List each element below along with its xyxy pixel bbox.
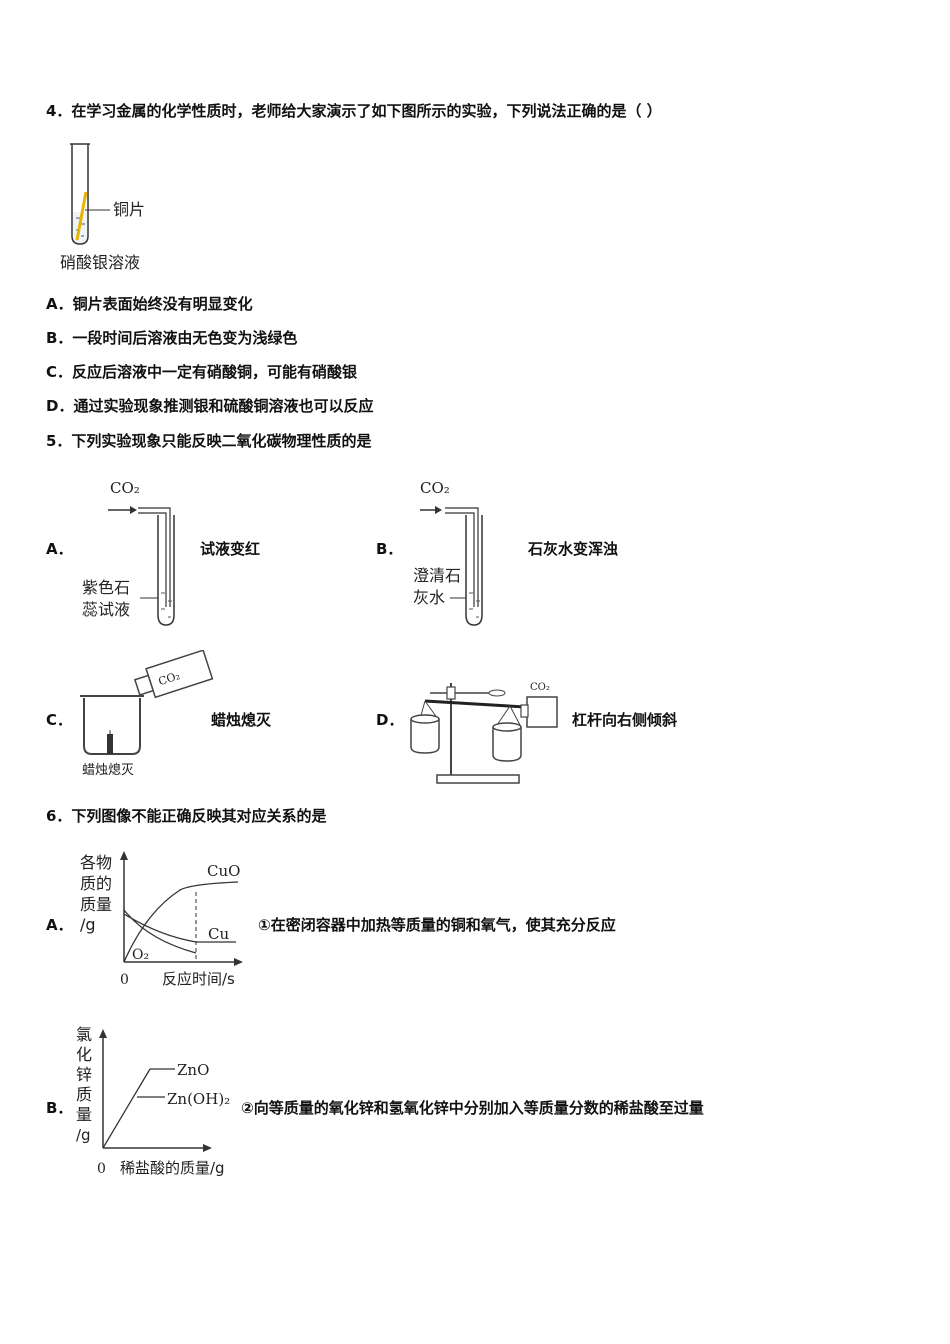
x-axis-arrow-icon [203,1144,212,1152]
co2-label: CO₂ [420,479,450,497]
cu-label: Cu [208,925,229,943]
origin-label: 0 [120,972,129,988]
origin-label: 0 [97,1161,106,1177]
x-axis-label: 反应时间/s [162,970,235,988]
q5-b-letter: B． [376,540,403,558]
candle-caption: 蜡烛熄灭 [82,763,134,778]
y-label-char5: 量 [76,1105,92,1124]
q6-stem: 6．下列图像不能正确反映其对应关系的是 [46,807,327,825]
arrow-icon [130,506,137,514]
zno-label: ZnO [177,1061,209,1079]
silver-nitrate-label: 硝酸银溶液 [60,253,140,272]
q4-option-c: C．反应后溶液中一定有硝酸铜，可能有硝酸银 [46,363,358,381]
co2-label: CO₂ [110,479,140,497]
y-label-line3: 质量 [80,895,112,914]
y-axis-arrow-icon [120,851,128,860]
co2-label: CO₂ [530,682,550,693]
cuo-curve [123,881,239,963]
q5-c-letter: C． [46,711,73,729]
y-axis-arrow-icon [99,1029,107,1038]
y-label-line4: /g [80,915,96,934]
q5-c-text: 蜡烛熄灭 [211,711,272,729]
y-label-line1: 各物 [80,853,112,872]
q5-a-letter: A． [46,540,73,558]
q6-a-text: ①在密闭容器中加热等质量的铜和氧气，使其充分反应 [258,916,616,934]
y-label-char4: 质 [76,1085,92,1104]
litmus-label-1: 紫色石 [82,578,130,597]
q5-b-figure: CO₂ 澄清石 灰水 [413,479,483,626]
q6-b-text: ②向等质量的氧化锌和氢氧化锌中分别加入等质量分数的稀盐酸至过量 [241,1099,704,1117]
cuo-label: CuO [207,862,240,880]
q5-stem: 5．下列实验现象只能反映二氧化碳物理性质的是 [46,432,372,450]
q5-a-figure: CO₂ 紫色石 蕊试液 [82,479,175,626]
x-axis-arrow-icon [234,958,243,966]
y-label-unit: /g [76,1126,91,1144]
q4-option-a: A．铜片表面始终没有明显变化 [46,295,253,313]
q5-a-text: 试液变红 [200,540,261,558]
q4-stem: 4．在学习金属的化学性质时，老师给大家演示了如下图所示的实验，下列说法正确的是（… [46,102,662,120]
o2-curve [123,909,197,954]
q4-test-tube-figure: 铜片 硝酸银溶液 [60,143,145,272]
q5-d-figure: CO₂ [410,682,558,784]
q5-c-figure: CO₂ 蜡烛熄灭 [80,650,214,778]
x-axis-label: 稀盐酸的质量/g [120,1159,225,1177]
q5-d-text: 杠杆向右侧倾斜 [572,711,678,729]
q6-a-graph: 各物 质的 质量 /g CuO Cu O₂ 0 反应时间/s [80,851,243,988]
copper-label: 铜片 [113,200,145,219]
limewater-label-2: 灰水 [413,588,445,607]
co2-label: CO₂ [157,669,182,688]
y-label-line2: 质的 [80,874,112,893]
limewater-label-1: 澄清石 [413,566,461,585]
q5-b-text: 石灰水变浑浊 [528,540,619,558]
y-label-char3: 锌 [76,1065,92,1084]
q4-option-b: B．一段时间后溶液由无色变为浅绿色 [46,329,298,347]
zn-oh2-label: Zn(OH)₂ [167,1090,230,1108]
q5-d-letter: D． [376,711,404,729]
q6-b-letter: B． [46,1099,73,1117]
q6-a-letter: A． [46,916,73,934]
o2-label: O₂ [132,947,149,963]
y-label-char2: 化 [76,1045,92,1064]
zno-curve [102,1068,151,1149]
y-label-char1: 氯 [76,1025,92,1044]
q6-b-graph: 氯 化 锌 质 量 /g ZnO Zn(OH)₂ 0 稀盐酸的质量/g [76,1025,230,1177]
arrow-icon [435,506,442,514]
q4-option-d: D．通过实验现象推测银和硫酸铜溶液也可以反应 [46,397,374,415]
litmus-label-2: 蕊试液 [82,600,130,619]
